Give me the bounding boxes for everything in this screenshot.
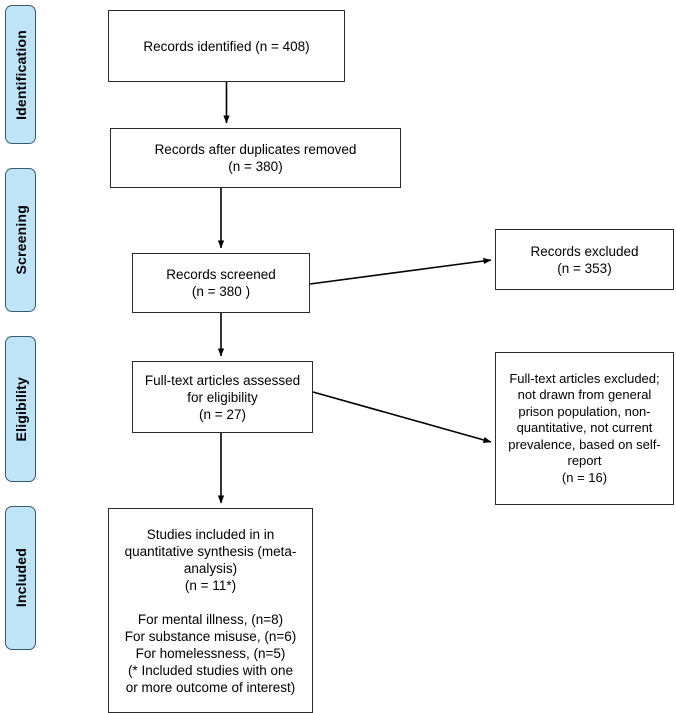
box-records-excluded: Records excluded (n = 353) bbox=[495, 229, 674, 290]
box-duplicates-removed-text: Records after duplicates removed (n = 38… bbox=[154, 142, 357, 174]
box-fulltext-assessed: Full-text articles assessed for eligibil… bbox=[132, 361, 313, 433]
box-records-identified: Records identified (n = 408) bbox=[108, 10, 345, 82]
box-studies-included: Studies included in in quantitative synt… bbox=[108, 508, 313, 713]
box-duplicates-removed: Records after duplicates removed (n = 38… bbox=[110, 128, 401, 188]
stage-included-label: Included bbox=[12, 548, 29, 608]
box-records-identified-text: Records identified (n = 408) bbox=[143, 38, 310, 54]
box-fulltext-excluded-text: Full-text articles excluded; not drawn f… bbox=[508, 370, 661, 485]
stage-identification: Identification bbox=[5, 5, 36, 144]
box-studies-included-text: Studies included in in quantitative synt… bbox=[124, 526, 297, 695]
stage-included: Included bbox=[5, 506, 36, 650]
arrow-screened-to-records-excluded bbox=[309, 257, 492, 285]
box-fulltext-assessed-text: Full-text articles assessed for eligibil… bbox=[144, 372, 301, 422]
stage-eligibility-label: Eligibility bbox=[12, 376, 29, 442]
box-records-screened-text: Records screened (n = 380 ) bbox=[166, 267, 276, 299]
stage-eligibility: Eligibility bbox=[5, 336, 36, 482]
box-fulltext-excluded: Full-text articles excluded; not drawn f… bbox=[495, 352, 674, 505]
stage-screening: Screening bbox=[5, 168, 36, 312]
arrow-fulltext-to-fulltext-excluded bbox=[312, 391, 492, 444]
box-records-excluded-text: Records excluded (n = 353) bbox=[530, 243, 639, 276]
box-records-screened: Records screened (n = 380 ) bbox=[132, 253, 310, 313]
stage-identification-label: Identification bbox=[12, 29, 29, 120]
stage-screening-label: Screening bbox=[12, 205, 29, 275]
